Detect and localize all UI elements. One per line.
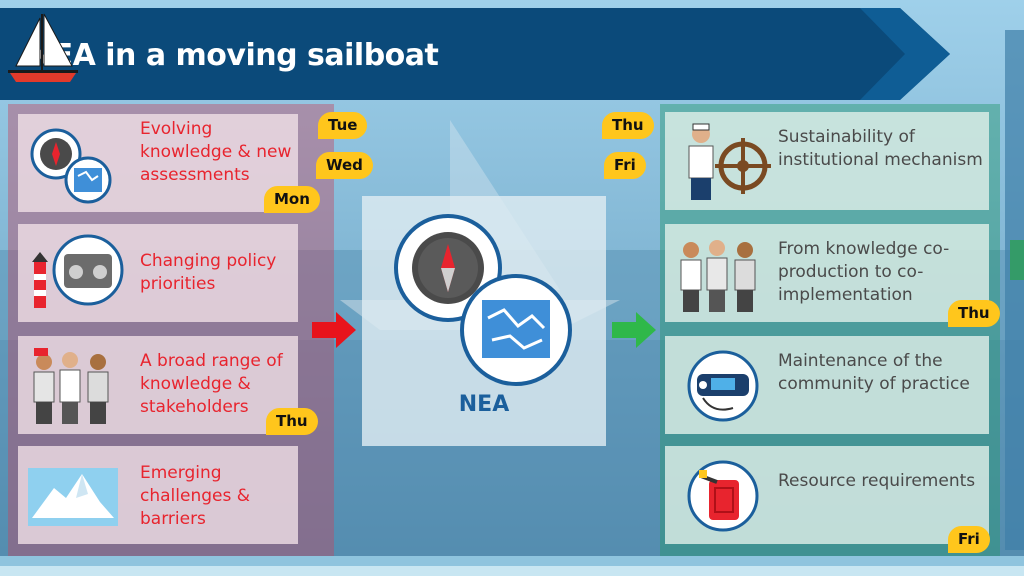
card-community: Maintenance of the community of practice <box>665 336 989 434</box>
card-label: Changing policy priorities <box>140 251 277 294</box>
day-badge-fri-top: Fri <box>604 152 646 179</box>
lighthouse-engine-icon <box>32 234 124 308</box>
card-emerging-challenges: Emerging challenges & barriers <box>18 446 298 544</box>
right-panel-solutions: Sustainability of institutional mechanis… <box>660 104 1000 556</box>
card-label: Evolving knowledge & new assessments <box>140 119 292 185</box>
radio-device-icon <box>687 350 759 422</box>
header-shape <box>0 8 950 100</box>
card-broad-range: A broad range of knowledge & stakeholder… <box>18 336 298 434</box>
nea-compass-map-icon <box>394 214 572 386</box>
page-title: NEA in a moving sailboat <box>28 38 439 73</box>
card-resources: Resource requirements <box>665 446 989 544</box>
card-label: A broad range of knowledge & stakeholder… <box>140 351 283 417</box>
center-nea-box: NEA <box>362 196 606 446</box>
red-arrow-icon <box>312 312 356 348</box>
card-label: From knowledge co-production to co-imple… <box>778 239 950 305</box>
day-badge-wed: Wed <box>316 152 373 179</box>
fuel-can-icon <box>687 460 759 532</box>
people-group-icon <box>33 348 109 424</box>
header-banner: NEA in a moving sailboat <box>0 8 950 100</box>
sailboat-icon <box>8 13 78 82</box>
card-label: Maintenance of the community of practice <box>778 351 970 394</box>
day-badge-mon: Mon <box>264 186 320 213</box>
card-evolving-knowledge: Evolving knowledge & new assessments <box>18 114 298 212</box>
card-label: Resource requirements <box>778 471 976 491</box>
card-label: Sustainability of institutional mechanis… <box>778 127 983 170</box>
day-badge-tue: Tue <box>318 112 368 139</box>
captain-helm-icon <box>688 123 771 200</box>
day-badge-fri-right: Fri <box>948 526 990 553</box>
green-arrow-icon <box>612 312 656 348</box>
nea-label: NEA <box>458 392 510 417</box>
left-panel-challenges: Evolving knowledge & new assessments Cha… <box>8 104 334 556</box>
day-badge-thu-right: Thu <box>948 300 1000 327</box>
card-co-production: From knowledge co-production to co-imple… <box>665 224 989 322</box>
card-label: Emerging challenges & barriers <box>140 463 250 529</box>
card-sustainability: Sustainability of institutional mechanis… <box>665 112 989 210</box>
card-changing-policy: Changing policy priorities <box>18 224 298 322</box>
day-badge-thu-top: Thu <box>602 112 654 139</box>
compass-and-map-icon <box>30 128 112 204</box>
day-badge-thu: Thu <box>266 408 318 435</box>
crew-waving-icon <box>680 240 756 312</box>
iceberg-icon <box>28 468 118 526</box>
